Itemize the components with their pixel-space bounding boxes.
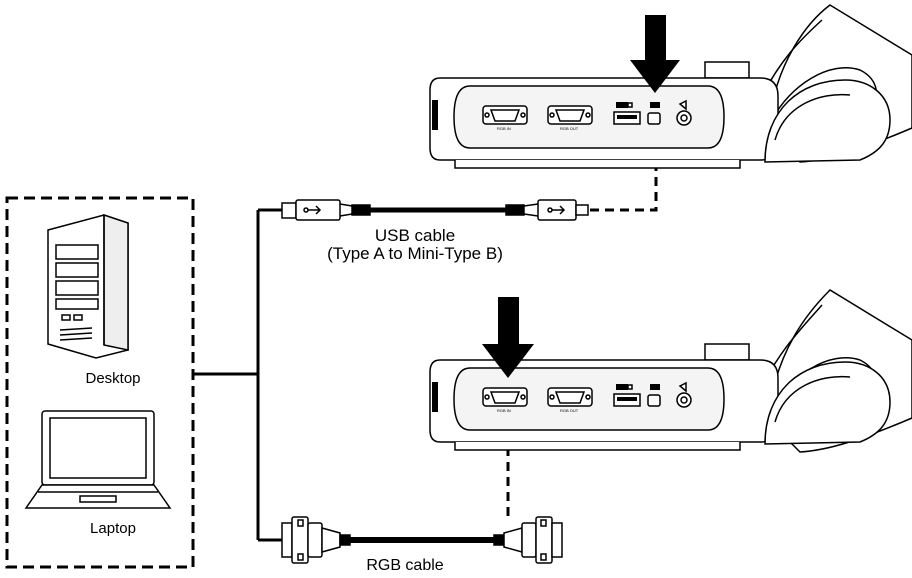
port-rgb-in-bottom: [482, 387, 528, 407]
port-label-rgb-in-bottom: RGB IN: [497, 408, 511, 413]
rgb-plug-left: [281, 516, 351, 564]
port-rgb-in-top: [482, 105, 528, 125]
usb-cable-label-line2: (Type A to Mini-Type B): [327, 244, 503, 263]
port-label-rgb-out-top: RGB OUT: [560, 126, 579, 131]
port-usb-host-bottom: [613, 384, 641, 407]
rgb-plug-right: [493, 516, 563, 564]
rgb-cable-label: RGB cable: [366, 557, 444, 574]
port-label-rgb-out-bottom: RGB OUT: [560, 408, 579, 413]
document-camera-bottom: [429, 289, 912, 453]
port-mini-usb-bottom: [647, 384, 661, 407]
laptop-icon: [24, 410, 172, 509]
port-mini-usb-top: [647, 102, 661, 125]
document-camera-top: [429, 4, 912, 169]
usb-cable-label: USB cable (Type A to Mini-Type B): [300, 227, 530, 263]
port-usb-host-top: [613, 102, 641, 125]
laptop-label: Laptop: [90, 520, 136, 537]
port-rgb-out-top: [547, 105, 593, 125]
usb-cable: [281, 131, 662, 221]
arrow-to-rgb-in-port: [482, 297, 534, 378]
usb-type-a-plug: [281, 199, 371, 221]
desktop-label: Desktop: [85, 370, 141, 387]
port-label-rgb-in-top: RGB IN: [497, 126, 511, 131]
usb-cable-label-line1: USB cable: [374, 226, 456, 245]
computer-group-frame: [5, 196, 195, 569]
port-rgb-out-bottom: [547, 387, 593, 407]
desktop-icon: [47, 213, 129, 359]
port-audio-top: [676, 99, 692, 126]
rgb-cable: [281, 419, 563, 564]
port-audio-bottom: [676, 381, 692, 408]
usb-mini-b-plug: [505, 199, 589, 221]
bus-lines: [193, 208, 282, 542]
arrow-to-usb-port: [630, 15, 680, 93]
